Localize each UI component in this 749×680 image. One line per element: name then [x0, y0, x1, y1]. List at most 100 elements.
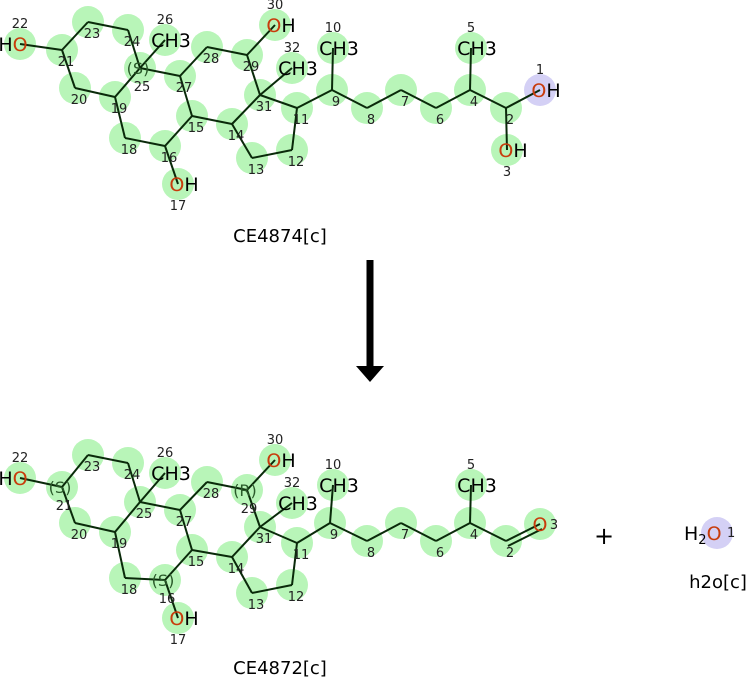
- atom-number: 21: [58, 55, 75, 70]
- atom-number: 32: [284, 476, 301, 491]
- atom-number: 22: [12, 17, 29, 32]
- atom-number: 18: [121, 143, 138, 158]
- atom-number: 17: [170, 199, 187, 214]
- atom-number: 7: [401, 95, 409, 110]
- bond: [114, 67, 141, 98]
- bond: [124, 137, 166, 147]
- bond: [505, 523, 541, 542]
- atom-number: 18: [121, 583, 138, 598]
- atom-label: CH3: [319, 475, 359, 497]
- atom-number: 3: [503, 165, 511, 180]
- atom-number: 31: [256, 100, 273, 115]
- atom-number: 3: [550, 518, 558, 533]
- atom-label: CH3: [457, 475, 497, 497]
- atom-number: 25: [134, 80, 151, 95]
- bond: [139, 501, 181, 511]
- atom-number: 27: [176, 515, 193, 530]
- bond: [164, 145, 179, 185]
- bond: [179, 46, 208, 77]
- bond: [164, 115, 193, 147]
- atom-label: HO: [0, 468, 28, 490]
- bond: [61, 454, 89, 488]
- atom-number: 32: [284, 41, 301, 56]
- bond: [259, 502, 293, 528]
- stereo-label: (S): [49, 478, 72, 497]
- atom-number: 6: [436, 113, 444, 128]
- bond: [231, 94, 261, 125]
- bond: [139, 39, 166, 69]
- bond: [231, 556, 253, 594]
- stereo-label: (S): [127, 59, 150, 78]
- atom-number: 29: [243, 60, 260, 75]
- atom-number: 24: [124, 468, 141, 483]
- atom-number: 8: [367, 113, 375, 128]
- atom-number: 13: [248, 598, 265, 613]
- atom-number: 12: [288, 590, 305, 605]
- stereo-label: (S): [152, 571, 175, 590]
- atom-number: 16: [159, 592, 176, 607]
- atom-number: 12: [288, 155, 305, 170]
- bond: [251, 584, 293, 594]
- atom-number: 23: [84, 460, 101, 475]
- atom-number: 2: [506, 546, 514, 561]
- bond: [19, 477, 63, 488]
- atom-number: 2: [506, 113, 514, 128]
- atom-number: 31: [256, 532, 273, 547]
- atom-number: 21: [56, 499, 73, 514]
- bond: [435, 522, 471, 542]
- atom-number: 13: [248, 163, 265, 178]
- atom-number: 10: [325, 458, 342, 473]
- bond: [291, 107, 298, 151]
- atom-number: 1: [536, 63, 544, 78]
- bond: [164, 579, 179, 619]
- atom-label: CH3: [151, 30, 191, 52]
- bond: [179, 481, 208, 511]
- bond: [61, 49, 76, 89]
- atom-label: OH: [498, 140, 527, 162]
- bond: [74, 522, 116, 533]
- bond: [469, 484, 472, 524]
- bond: [331, 47, 334, 91]
- atom-number: 11: [293, 113, 310, 128]
- atom-label: CH3: [319, 38, 359, 60]
- bond: [61, 21, 89, 51]
- atom-label: O: [533, 514, 548, 536]
- bond: [251, 149, 293, 159]
- atom-number: 26: [157, 446, 174, 461]
- bond: [124, 577, 166, 581]
- bond: [191, 549, 233, 558]
- plus-sign: +: [594, 522, 614, 550]
- bond: [231, 123, 253, 159]
- bond: [87, 454, 129, 464]
- bond: [19, 43, 63, 51]
- bond: [246, 24, 276, 56]
- water-molecule: H2O 1 h2o[c]: [684, 517, 747, 593]
- bond: [331, 89, 368, 109]
- atom-number: 14: [228, 562, 245, 577]
- atom-number: 26: [157, 13, 174, 28]
- bond: [191, 115, 233, 125]
- bond: [139, 67, 181, 77]
- bond: [469, 47, 472, 91]
- atom-label: CH3: [151, 463, 191, 485]
- atom-label: CH3: [457, 38, 497, 60]
- atom-number: 15: [188, 121, 205, 136]
- atom-number: 9: [332, 95, 340, 110]
- bond: [329, 522, 368, 542]
- bond: [400, 522, 437, 542]
- bond: [296, 89, 333, 109]
- atom-number: 8: [367, 546, 375, 561]
- atom-number: 7: [401, 528, 409, 543]
- bond: [139, 472, 166, 503]
- atom-number: 5: [467, 21, 475, 36]
- reaction-arrow: [356, 260, 384, 382]
- atom-number: 19: [111, 537, 128, 552]
- bond: [259, 526, 298, 544]
- atom-number: 1: [727, 526, 735, 541]
- atom-number: 19: [111, 102, 128, 117]
- bond: [179, 75, 193, 117]
- atom-number: 11: [293, 548, 310, 563]
- product-name: CE4872[c]: [233, 658, 327, 679]
